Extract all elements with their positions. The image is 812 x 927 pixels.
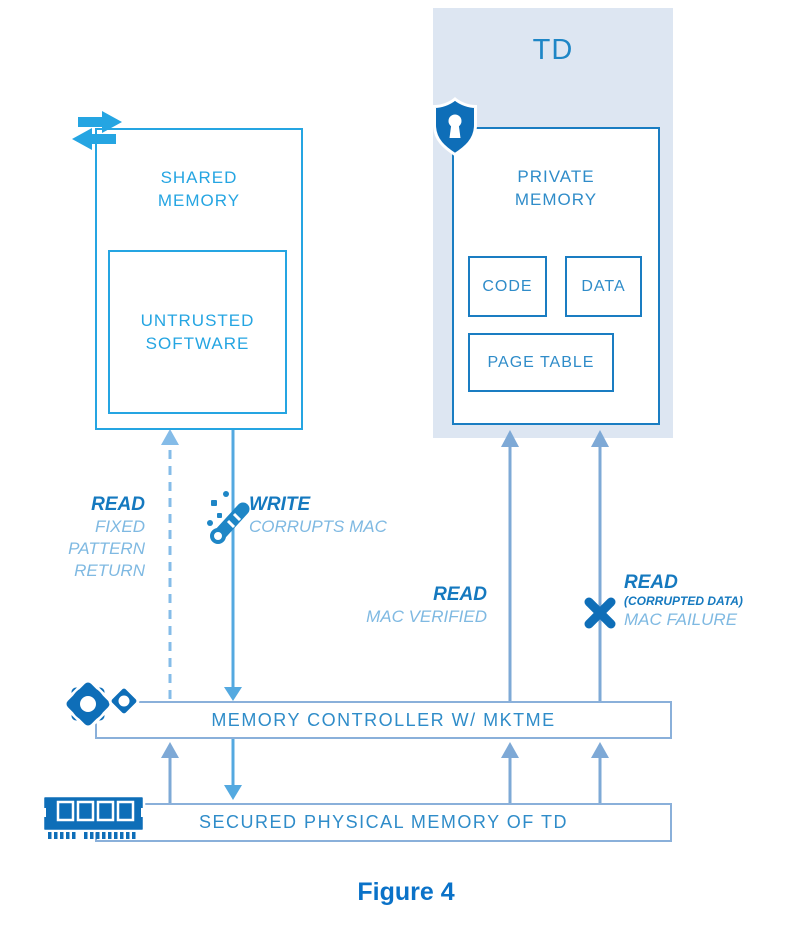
secured-memory-bar: SECURED PHYSICAL MEMORY OF TD (95, 803, 672, 842)
td-label: TD (532, 34, 574, 66)
code-box: CODE (468, 256, 547, 317)
secured-read-right-arrowhead (591, 742, 609, 758)
read-verified-title: READ (433, 584, 487, 605)
data-box: DATA (565, 256, 642, 317)
secured-memory-label: SECURED PHYSICAL MEMORY OF TD (199, 812, 568, 832)
read-fixed-label: READ FIXED PATTERN RETURN (68, 494, 145, 582)
private-memory-label: PRIVATE MEMORY (514, 167, 598, 209)
read-failure-title: READ (624, 572, 678, 593)
memory-controller-label: MEMORY CONTROLLER W/ MKTME (211, 709, 556, 730)
secured-write-arrowhead (224, 785, 242, 800)
write-title: WRITE (249, 494, 311, 515)
read-failure-subtitle1: (CORRUPTED DATA) (624, 594, 743, 608)
read-failure-label: READ (CORRUPTED DATA) MAC FAILURE (624, 572, 743, 631)
read-fixed-arrowhead (161, 429, 179, 445)
memory-controller-bar: MEMORY CONTROLLER W/ MKTME (95, 701, 672, 739)
corruption-icon (207, 491, 250, 544)
read-fixed-title: READ (91, 494, 145, 515)
write-label: WRITE CORRUPTS MAC (249, 494, 387, 538)
read-fixed-line3: RETURN (74, 561, 145, 580)
ram-icon (41, 794, 146, 839)
page-table-box: PAGE TABLE (468, 333, 614, 392)
shield-lock-icon (433, 97, 477, 157)
read-verified-label: READ MAC VERIFIED (366, 584, 487, 628)
read-verified-subtitle: MAC VERIFIED (366, 607, 487, 626)
write-subtitle: CORRUPTS MAC (249, 517, 387, 536)
write-arrowhead (224, 687, 242, 701)
ram-pins (48, 832, 136, 839)
figure-caption: Figure 4 (357, 878, 455, 906)
secured-read-left-arrowhead (161, 742, 179, 758)
shared-memory-label: SHARED MEMORY (157, 168, 241, 210)
untrusted-software-box: UNTRUSTED SOFTWARE (108, 250, 287, 414)
transfer-arrows-icon (72, 111, 122, 150)
x-mark-icon (584, 597, 616, 629)
read-failure-subtitle2: MAC FAILURE (624, 610, 738, 629)
read-fixed-line1: FIXED (94, 517, 145, 536)
gears-icon (63, 679, 140, 729)
read-fixed-line2: PATTERN (68, 539, 145, 558)
secured-read-mid-arrowhead (501, 742, 519, 758)
